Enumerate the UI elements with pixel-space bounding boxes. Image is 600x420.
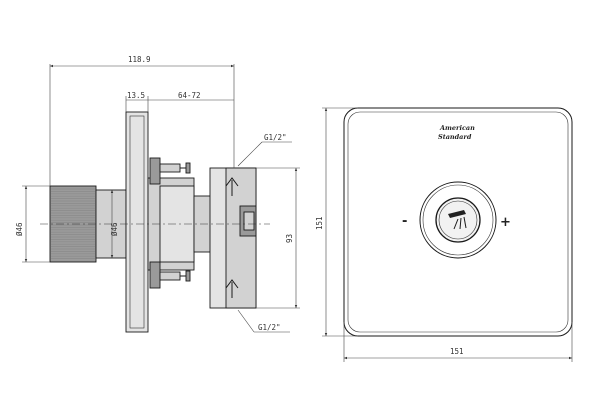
plus-label: + <box>500 215 511 230</box>
inlet-bottom-label: G1/2" <box>258 323 281 332</box>
dim-overall-length-label: 118.9 <box>128 55 151 64</box>
flow-arrow-up-icon-2 <box>225 279 239 298</box>
flow-arrow-up-icon <box>225 177 239 196</box>
side-view: 118.9 13.5 64-72 G1/2" G1/2" 93 <box>15 55 300 333</box>
dim-flange-offset-label: 13.5 <box>127 91 145 100</box>
dim-plate-width: 151 <box>343 322 573 362</box>
leader-inlet-top: G1/2" <box>237 133 292 167</box>
svg-text:Standard: Standard <box>438 133 472 141</box>
front-view: American Standard - + 151 <box>315 107 573 362</box>
minus-label: - <box>402 214 407 229</box>
dim-body-diameter-label: Ø46 <box>110 222 119 236</box>
mounting-flange <box>125 111 149 333</box>
valve-housing <box>209 167 257 309</box>
dim-knob-diameter: Ø46 <box>15 185 50 263</box>
dim-flange-offset: 13.5 64-72 <box>125 91 234 112</box>
dim-plate-height: 151 <box>315 107 358 337</box>
dim-knob-diameter-label: Ø46 <box>15 222 24 236</box>
leader-inlet-bottom: G1/2" <box>237 309 290 333</box>
dim-plate-height-label: 151 <box>315 216 324 230</box>
cover-plate <box>343 107 573 337</box>
dim-plate-width-label: 151 <box>450 347 464 356</box>
dim-adjust-range-label: 64-72 <box>178 91 201 100</box>
mounting-screw-bottom <box>149 261 191 289</box>
dim-port-spacing: 93 <box>256 167 300 309</box>
dim-port-spacing-label: 93 <box>285 234 294 243</box>
shower-icon <box>448 210 467 230</box>
svg-text:American: American <box>439 124 475 132</box>
mounting-screw-top <box>149 157 191 185</box>
dim-body-diameter: Ø46 <box>110 190 119 258</box>
brand-logo: American Standard <box>438 124 475 141</box>
dim-overall-length: 118.9 <box>49 55 235 186</box>
inlet-top-label: G1/2" <box>264 133 287 142</box>
